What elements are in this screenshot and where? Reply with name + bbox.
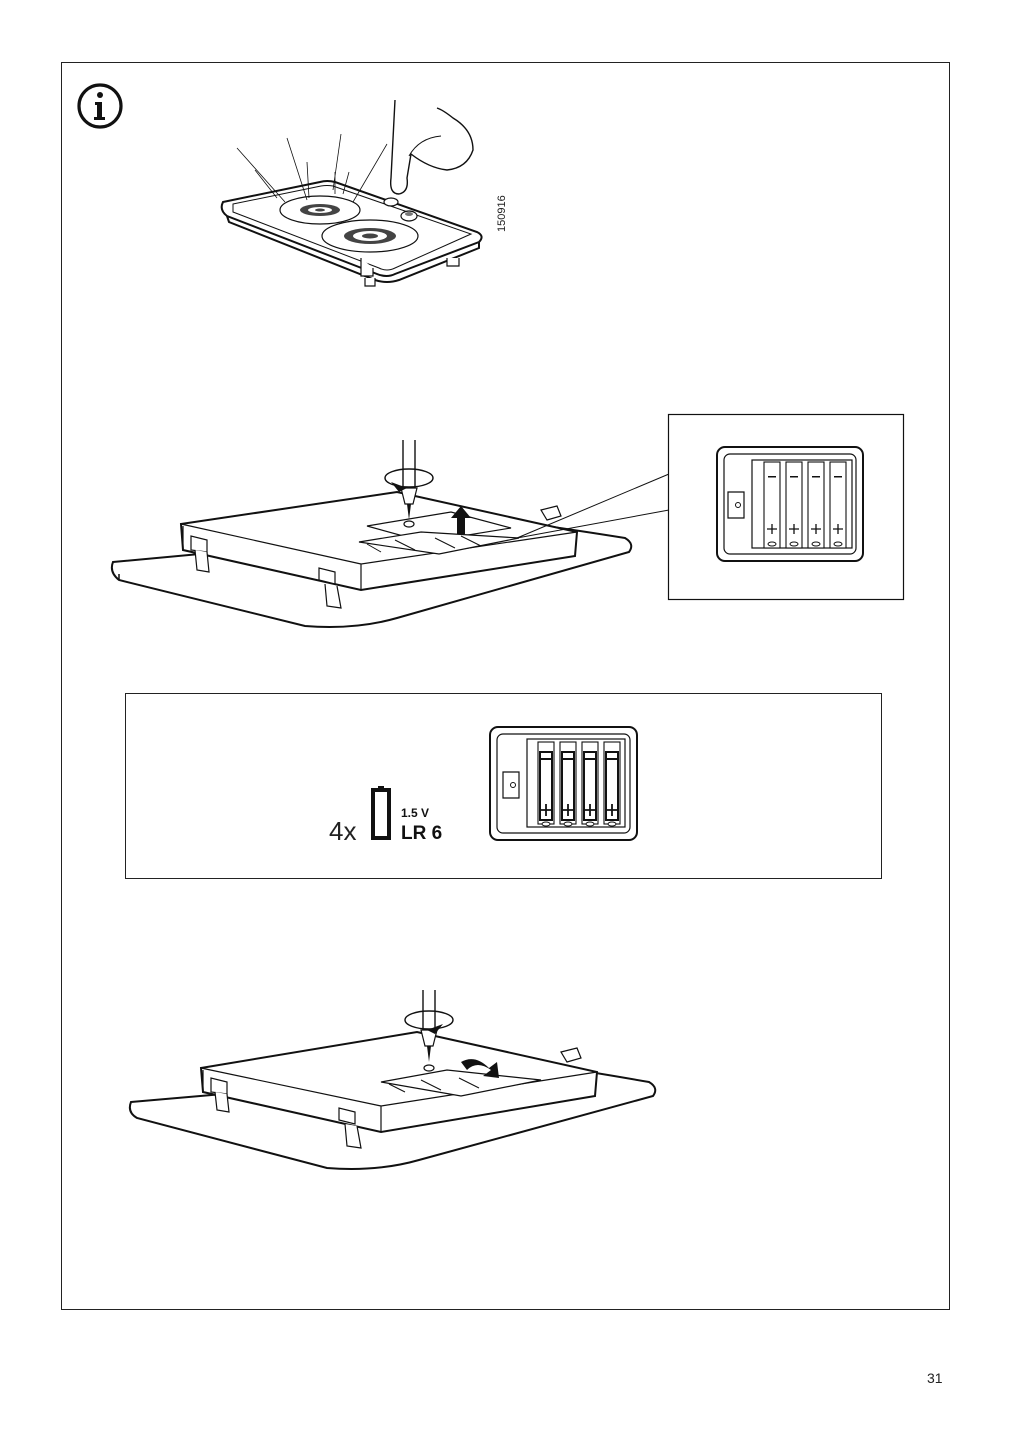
battery-quantity: 4x bbox=[329, 816, 357, 846]
battery-compartment-zoom bbox=[667, 413, 905, 601]
instruction-frame bbox=[61, 62, 950, 1310]
cooktop-illustration bbox=[220, 99, 483, 287]
page-number: 31 bbox=[927, 1370, 943, 1386]
cooktop-underside-open-illustration bbox=[110, 440, 670, 628]
battery-spec-box bbox=[125, 693, 882, 879]
info-circle-icon bbox=[77, 83, 123, 129]
battery-voltage: 1.5 V bbox=[401, 806, 430, 820]
figure-code-label: 150916 bbox=[496, 195, 508, 232]
cooktop-underside-close-illustration bbox=[128, 990, 657, 1170]
battery-icon bbox=[371, 786, 391, 840]
battery-type: LR 6 bbox=[401, 823, 443, 844]
battery-compartment-detail bbox=[489, 726, 638, 841]
